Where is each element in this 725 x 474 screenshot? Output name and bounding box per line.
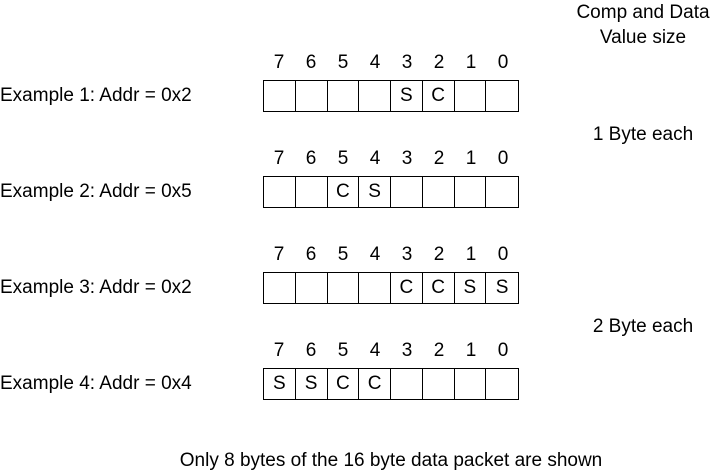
register-cell: S [455,273,487,303]
example-4-label: Example 4: Addr = 0x4 [0,373,192,394]
bit-number: 0 [497,148,509,169]
bit-number: 2 [433,340,445,361]
bit-number: 1 [465,148,477,169]
bit-number: 3 [401,340,413,361]
size-header-line2: Value size [599,27,687,48]
bit-number: 0 [497,244,509,265]
bit-number: 5 [337,52,349,73]
register-cell [264,81,296,111]
example-1-label: Example 1: Addr = 0x2 [0,85,192,106]
register-cell: S [264,369,296,399]
bit-number: 4 [369,340,381,361]
example-2-label: Example 2: Addr = 0x5 [0,181,192,202]
register-cell [296,177,328,207]
register-cell [359,81,391,111]
one-byte-label: 1 Byte each [592,124,694,145]
example-3-register: C C S S [263,272,519,304]
register-cell: S [495,277,509,298]
bit-number: 4 [369,244,381,265]
register-cell: C [423,273,455,303]
bit-number: 7 [273,52,285,73]
bit-number: 3 [401,148,413,169]
bit-number: 3 [401,52,413,73]
bit-number: 4 [369,148,381,169]
example-2-register: C S [263,176,519,208]
register-cell [423,177,455,207]
bit-number: 0 [497,52,509,73]
bit-number: 5 [337,244,349,265]
register-cell: C [423,81,455,111]
size-header-line1: Comp and Data [576,2,710,23]
register-cell [264,177,296,207]
register-cell [359,273,391,303]
register-cell [296,81,328,111]
register-cell: C [328,369,360,399]
register-cell [391,369,423,399]
bit-number: 7 [273,148,285,169]
register-cell [391,177,423,207]
register-cell [486,369,518,399]
register-cell [328,81,360,111]
bit-number: 7 [273,244,285,265]
bit-number: 7 [273,340,285,361]
register-cell: C [391,273,423,303]
bit-number: 2 [433,244,445,265]
bit-number: 1 [465,244,477,265]
register-cell [328,273,360,303]
bit-number: 6 [305,52,317,73]
size-column-header: Comp and Data Value size [576,0,709,50]
register-cell [455,369,487,399]
example-3-label: Example 3: Addr = 0x2 [0,277,192,298]
bit-number-row-2: 7 6 5 4 3 2 1 0 [263,148,519,170]
bit-number-row-3: 7 6 5 4 3 2 1 0 [263,244,519,266]
register-cell [455,177,487,207]
bit-number: 6 [305,340,317,361]
bit-number: 6 [305,148,317,169]
register-cell: S [359,177,391,207]
bit-number: 1 [465,340,477,361]
register-cell [423,369,455,399]
bit-number: 5 [337,148,349,169]
bit-number-row-4: 7 6 5 4 3 2 1 0 [263,340,519,362]
bit-number-row-1: 7 6 5 4 3 2 1 0 [263,52,519,74]
register-cell: C [328,177,360,207]
register-cell [486,81,518,111]
register-cell [264,273,296,303]
register-cell: S [296,369,328,399]
register-cell [486,177,518,207]
bit-number: 6 [305,244,317,265]
example-4-register: S S C C [263,368,519,400]
register-cell [296,273,328,303]
footnote: Only 8 bytes of the 16 byte data packet … [179,450,603,471]
bit-number: 3 [401,244,413,265]
bit-number: 2 [433,52,445,73]
bit-number: 5 [337,340,349,361]
register-cell: S [391,81,423,111]
two-byte-label: 2 Byte each [592,316,694,337]
example-1-register: S C [263,80,519,112]
bit-number: 0 [497,340,509,361]
register-cell: C [359,369,391,399]
bit-number: 1 [465,52,477,73]
register-cell [455,81,487,111]
bit-number: 2 [433,148,445,169]
bit-number: 4 [369,52,381,73]
